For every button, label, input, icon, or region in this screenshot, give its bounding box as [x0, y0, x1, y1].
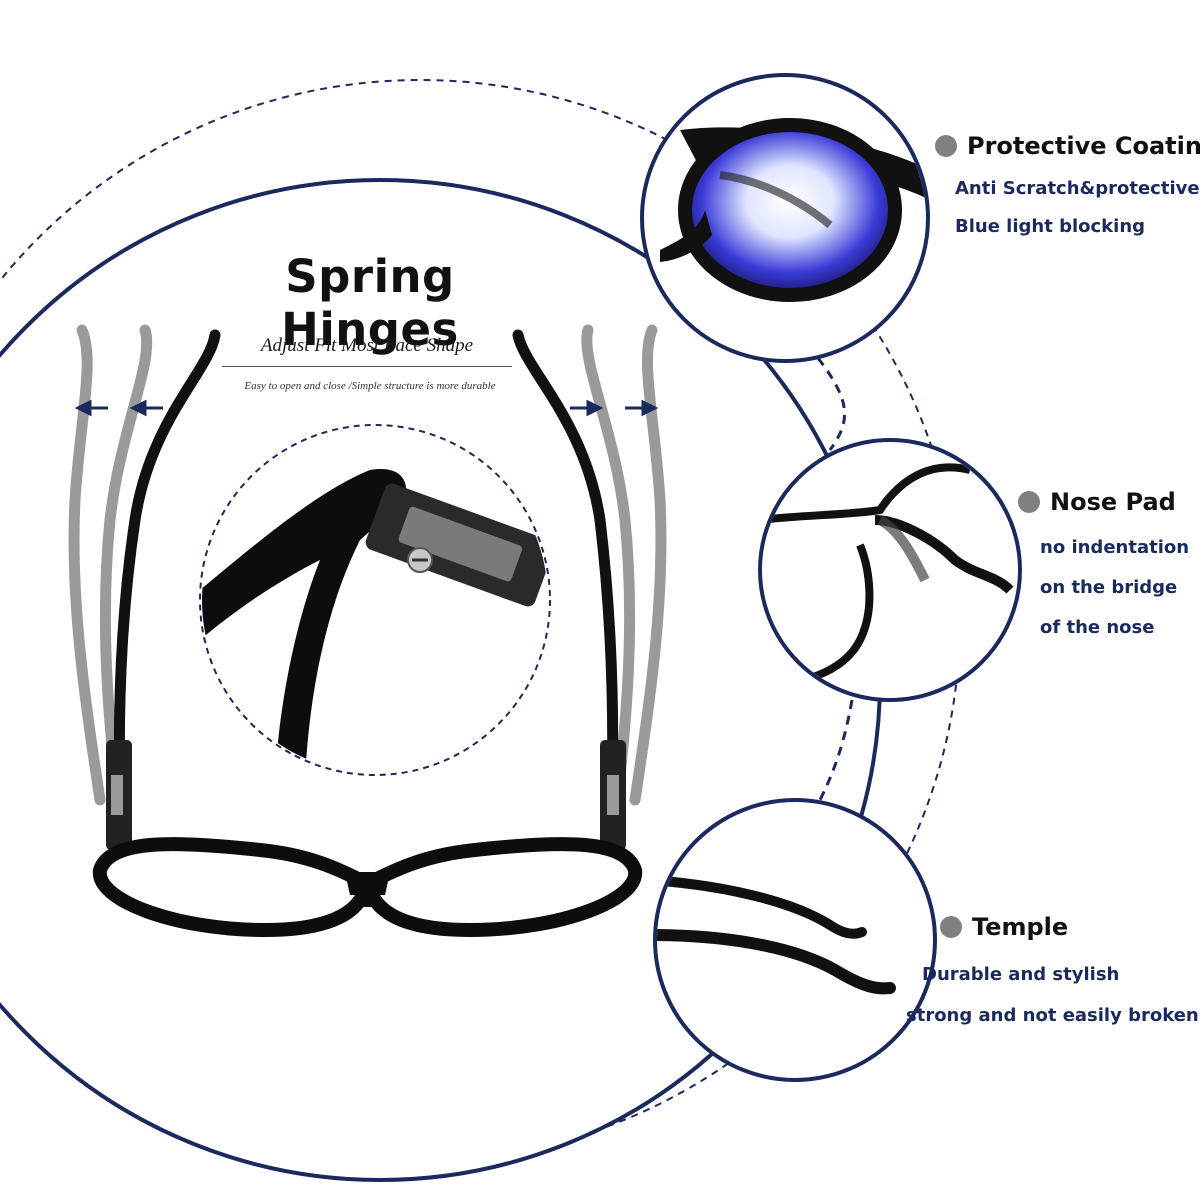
feature-line: on the bridge — [1040, 577, 1178, 598]
temple-circle — [653, 798, 937, 1082]
right-arrows — [570, 399, 659, 417]
glasses-front — [92, 837, 643, 938]
right-arm-black — [512, 329, 619, 806]
feature-line: Anti Scratch&protective — [955, 178, 1200, 199]
feature-line: Durable and stylish — [922, 964, 1120, 985]
nose-pad-circle — [758, 438, 1022, 702]
feature-title-temple: Temple — [940, 913, 1068, 941]
left-arm-ghost-1 — [68, 324, 106, 806]
left-arm-ghost-2 — [99, 324, 153, 806]
connector-dashed-1 — [816, 357, 847, 451]
feature-line: no indentation — [1040, 537, 1190, 558]
bullet-dot-icon — [935, 135, 957, 157]
feature-title-protective-coating: Protective Coating — [935, 132, 1200, 160]
feature-line: Blue light blocking — [955, 216, 1146, 237]
hinge-closeup — [202, 469, 548, 773]
feature-title-nose-pad: Nose Pad — [1018, 488, 1176, 516]
bullet-dot-icon — [1018, 491, 1040, 513]
right-arm-ghost-2 — [581, 324, 636, 806]
feature-line: of the nose — [1040, 617, 1155, 638]
subtitle-underline — [222, 366, 512, 367]
spring-hinges-title: Spring Hinges — [281, 250, 459, 356]
protective-coating-circle — [640, 73, 930, 363]
left-arm-black — [113, 329, 221, 806]
spring-hinges-caption: Easy to open and close /Simple structure… — [244, 380, 496, 392]
spring-hinges-subtitle: Adjust Fit Most Face Shape — [260, 335, 474, 356]
connector-dashed-2 — [818, 699, 854, 801]
bullet-dot-icon — [940, 916, 962, 938]
right-arm-ghost-1 — [629, 324, 667, 806]
feature-line: strong and not easily broken — [906, 1005, 1199, 1026]
left-arrows — [74, 399, 163, 417]
